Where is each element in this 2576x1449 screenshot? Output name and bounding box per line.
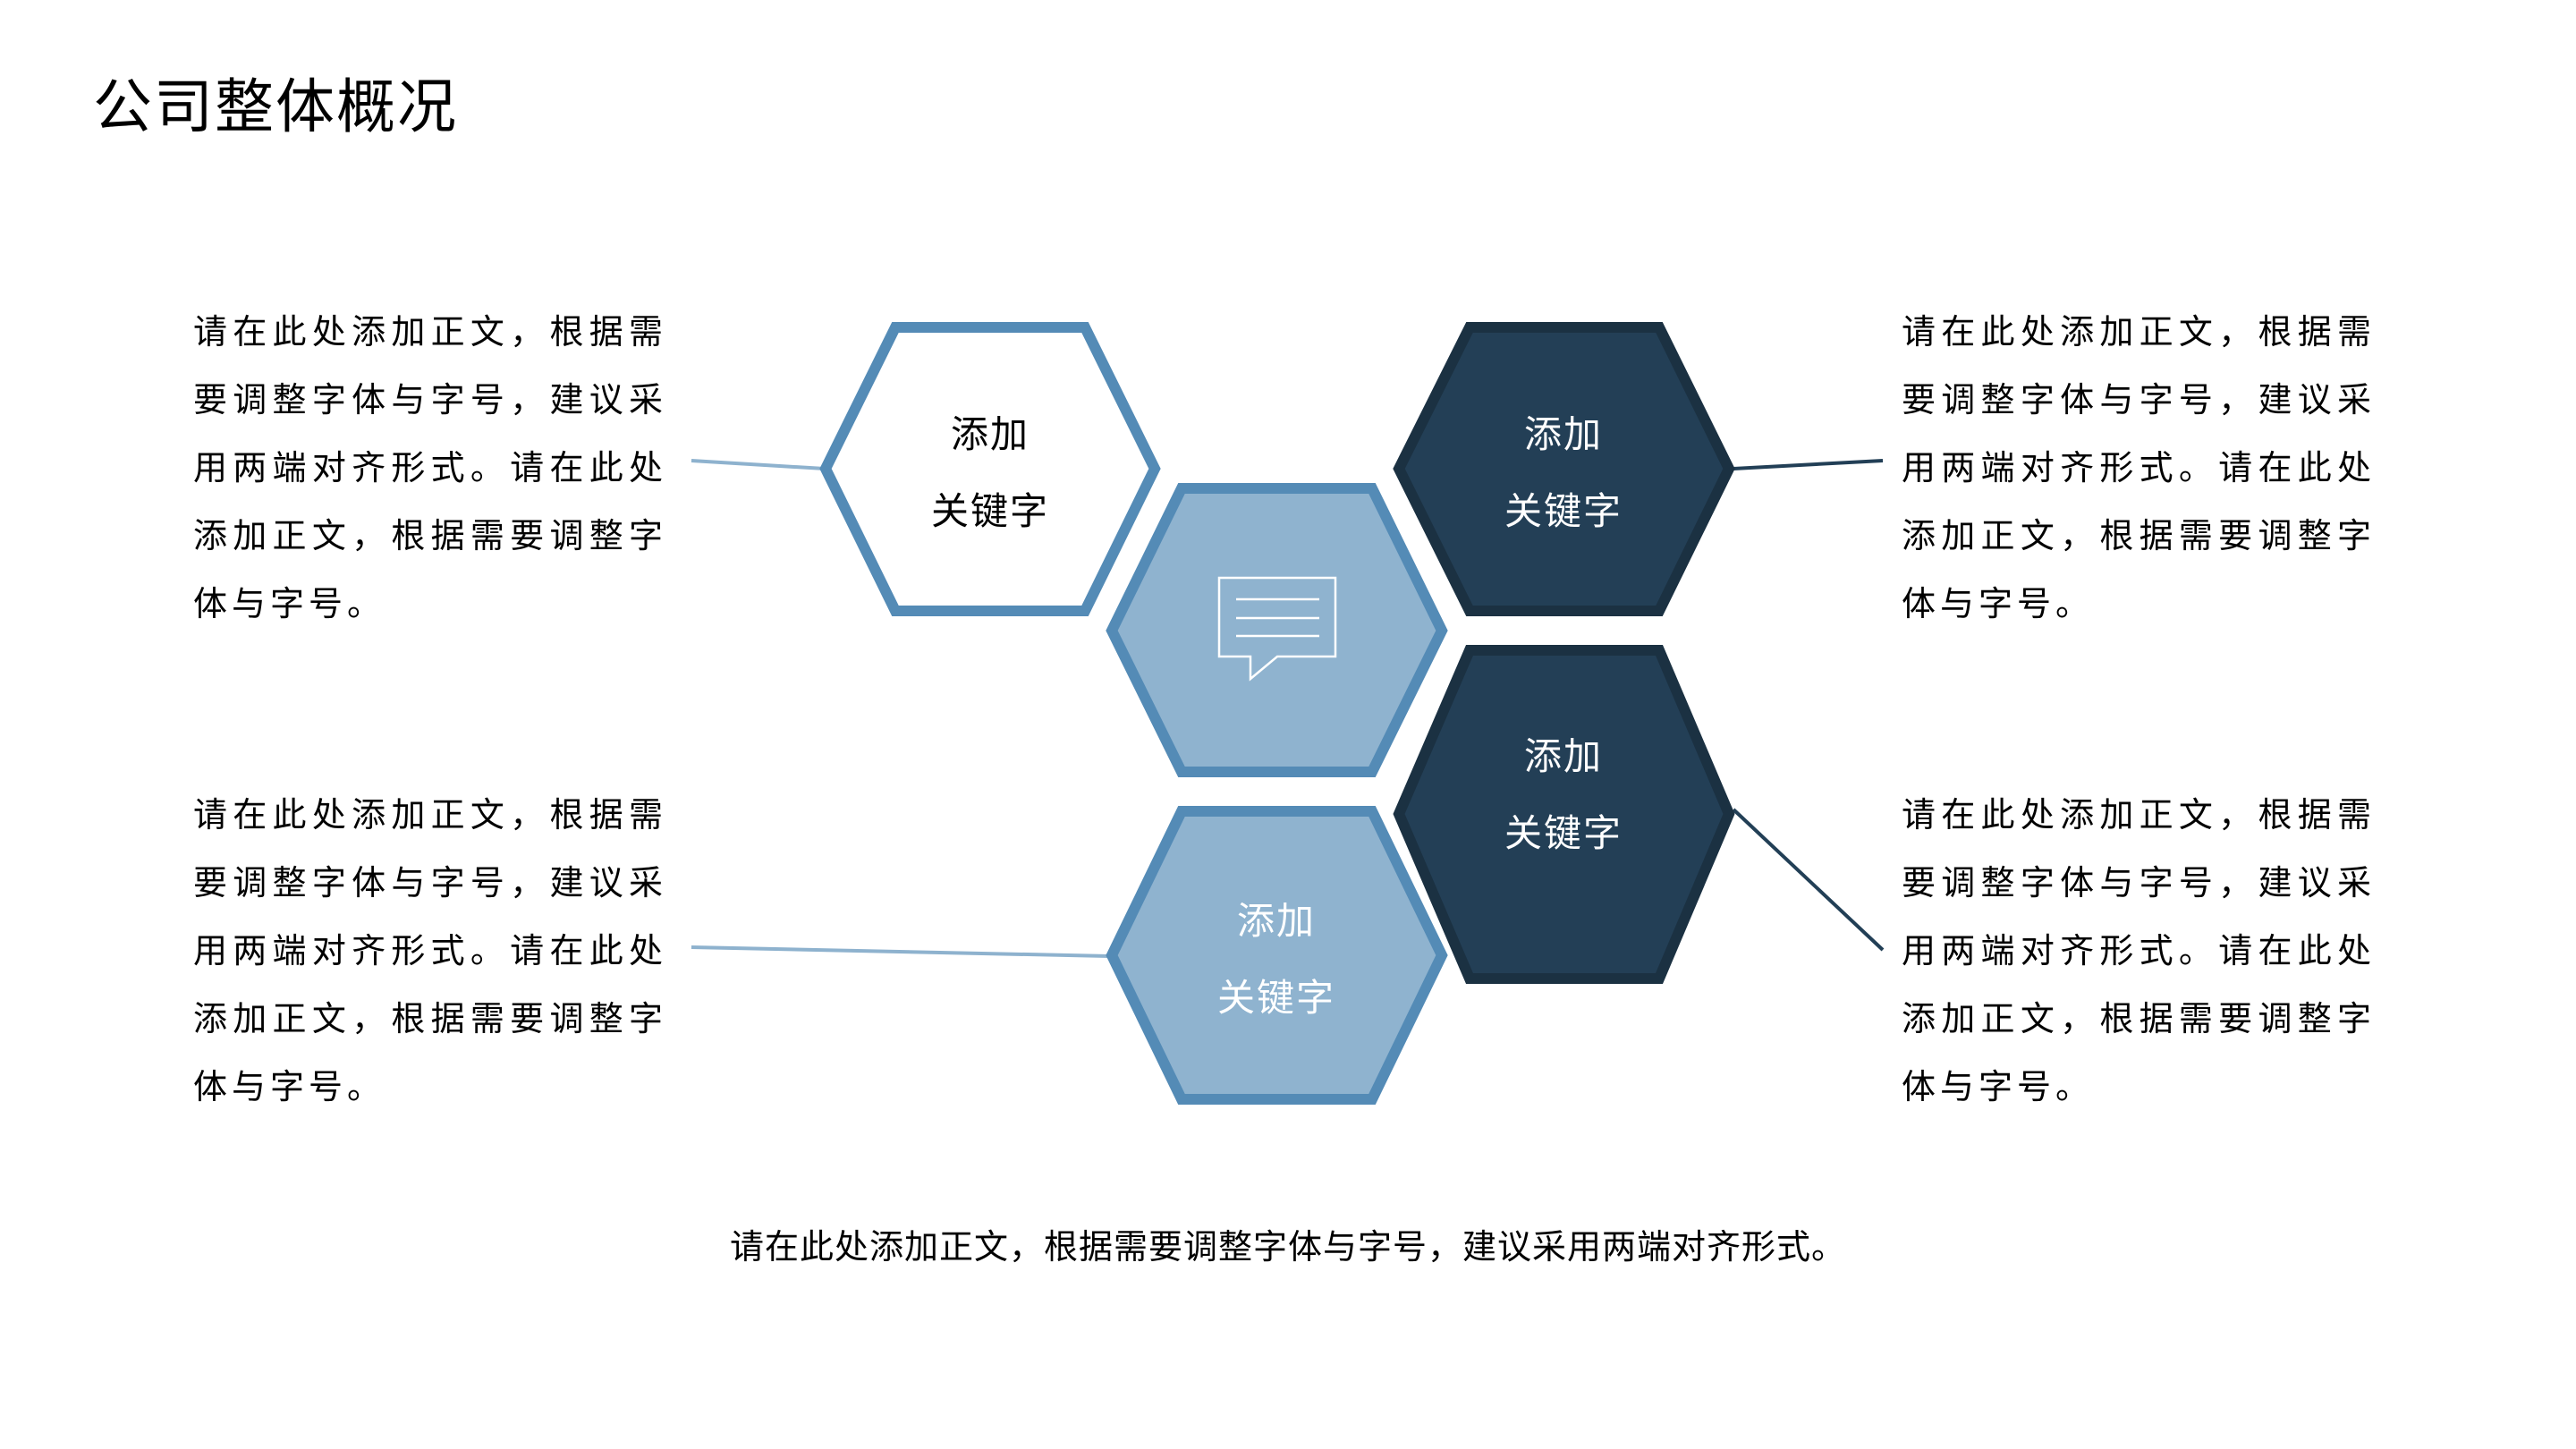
text-block-top-left: 请在此处添加正文，根据需要调整字体与字号，建议采用两端对齐形式。请在此处添加正文… (193, 312, 667, 623)
hex-label-line2: 关键字 (1504, 811, 1623, 855)
hex-bottom-right[interactable] (1393, 645, 1735, 984)
page-title: 公司整体概况 (93, 72, 458, 141)
connector-top-right (1733, 459, 1884, 470)
speech-bubble-icon (1217, 576, 1337, 682)
hex-label-bottom-center: 添加 关键字 (1106, 883, 1446, 1037)
hex-bottom-center[interactable] (1106, 806, 1448, 1105)
connector-bottom-left (691, 945, 1110, 958)
hex-label-bottom-right: 添加 关键字 (1394, 718, 1733, 872)
hex-top-right[interactable] (1393, 322, 1735, 616)
hex-label-line1: 添加 (1523, 412, 1603, 456)
hex-label-line1: 添加 (1236, 899, 1316, 943)
hex-label-top-left: 添加 关键字 (820, 396, 1160, 550)
text-block-top-right: 请在此处添加正文，根据需要调整字体与字号，建议采用两端对齐形式。请在此处添加正文… (1902, 312, 2376, 623)
hex-top-left[interactable] (819, 322, 1161, 616)
text-block-bottom-right: 请在此处添加正文，根据需要调整字体与字号，建议采用两端对齐形式。请在此处添加正文… (1902, 795, 2376, 1106)
hex-label-line1: 添加 (950, 412, 1030, 456)
hex-center[interactable] (1106, 483, 1448, 777)
connector-bottom-right (1732, 808, 1885, 952)
hex-label-top-right: 添加 关键字 (1394, 396, 1733, 550)
hex-label-line2: 关键字 (930, 489, 1049, 533)
bottom-caption: 请在此处添加正文，根据需要调整字体与字号，建议采用两端对齐形式。 (729, 1227, 1846, 1267)
hex-label-line1: 添加 (1523, 734, 1603, 778)
hex-label-line2: 关键字 (1504, 489, 1623, 533)
hex-label-line2: 关键字 (1216, 976, 1335, 1020)
connector-top-left (691, 459, 826, 470)
text-block-bottom-left: 请在此处添加正文，根据需要调整字体与字号，建议采用两端对齐形式。请在此处添加正文… (193, 795, 667, 1106)
